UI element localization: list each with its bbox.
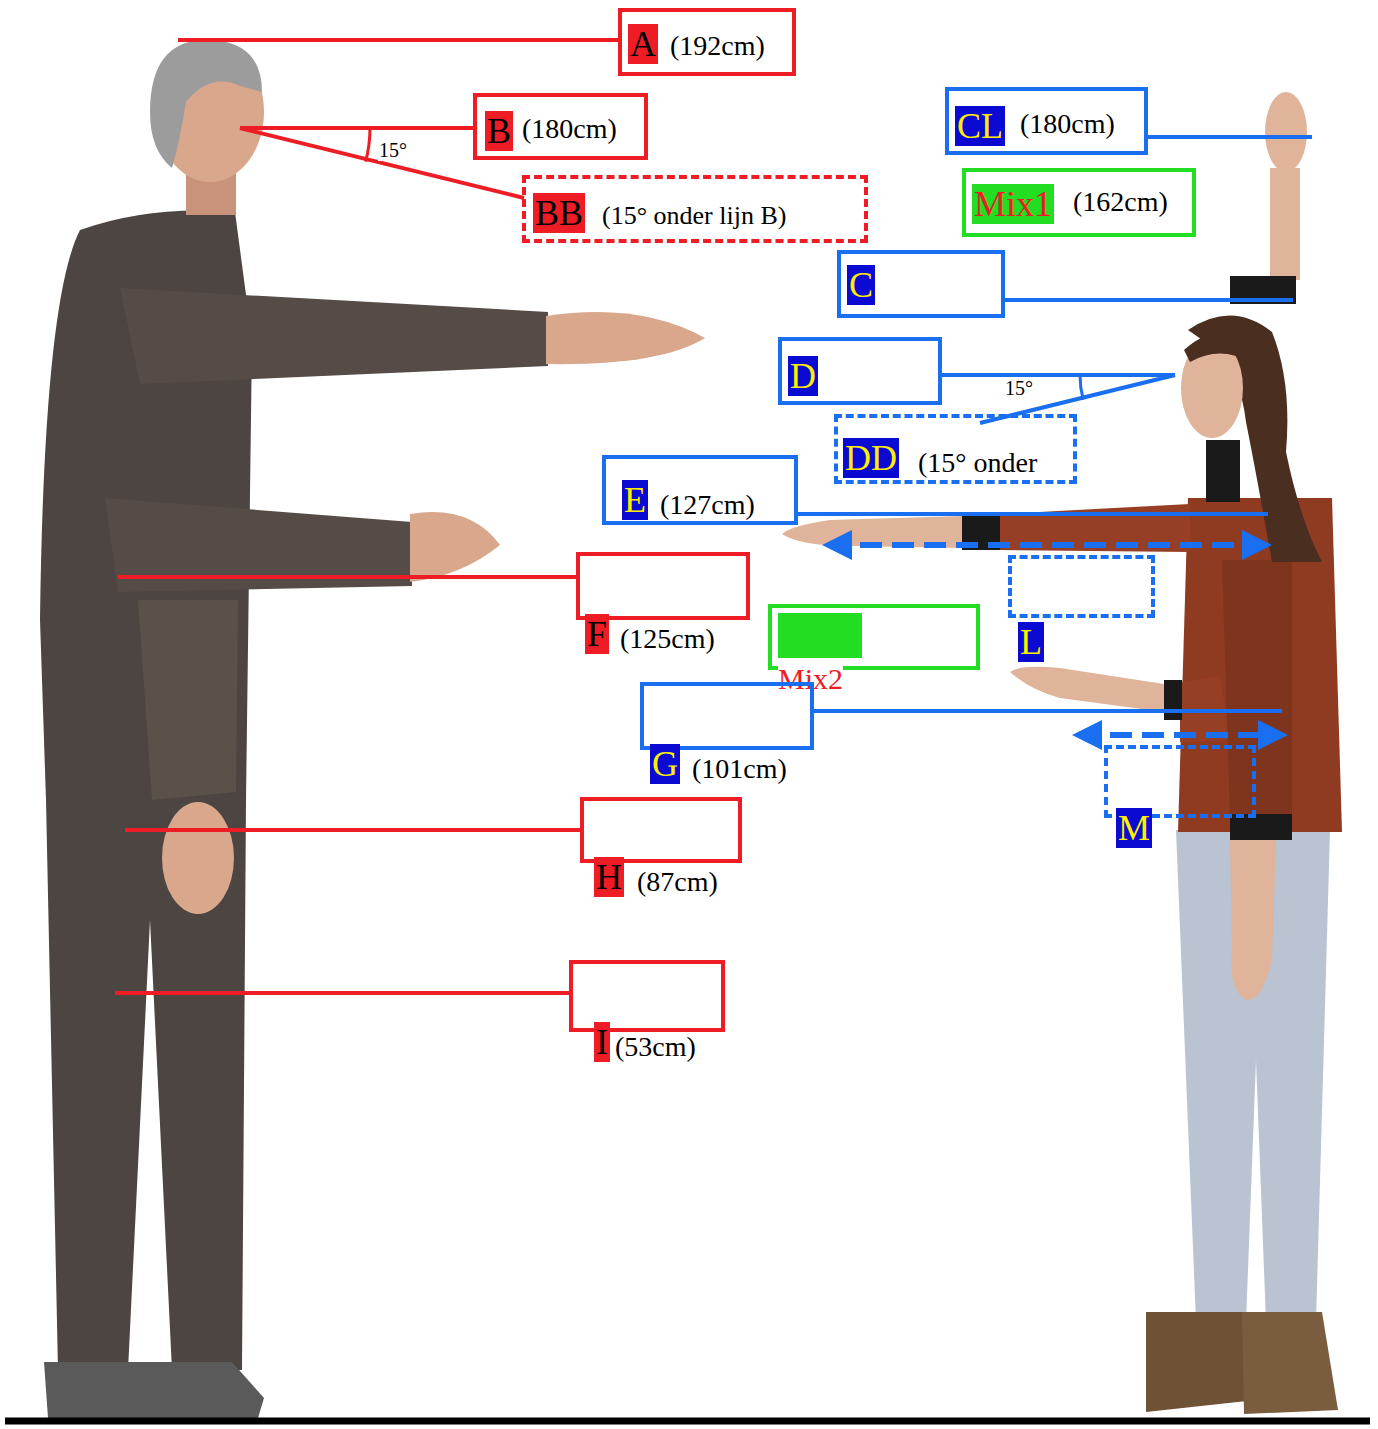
label-box: L	[1008, 555, 1155, 618]
label-box: CL (180cm)	[945, 87, 1148, 155]
woman-cuff	[1164, 680, 1182, 720]
dimension-letter: E	[622, 480, 648, 520]
man-shoe	[44, 1362, 264, 1418]
label-box: D	[778, 337, 942, 405]
man-overall	[40, 210, 252, 1370]
label-box: C	[837, 250, 1005, 318]
dimension-value: (162cm)	[1073, 186, 1168, 218]
dimension-value: (15° onder lijn B)	[602, 201, 786, 231]
dimension-value: (125cm)	[620, 623, 715, 655]
dimension-letter: DD	[843, 438, 899, 478]
leader-line	[240, 128, 524, 198]
dimension-letter: F	[585, 614, 609, 654]
man-upper-hand	[546, 312, 705, 364]
dimension-letter: L	[1018, 622, 1044, 662]
dimension-letter: B	[485, 111, 513, 151]
dimension-value: (192cm)	[670, 30, 765, 62]
dimension-value: (180cm)	[1020, 108, 1115, 140]
angle-arc	[1080, 375, 1083, 400]
woman-sweater	[1178, 498, 1342, 832]
dimension-value: (180cm)	[522, 113, 617, 145]
man-side-arm	[138, 600, 238, 800]
man-figure	[40, 40, 705, 1418]
label-box: Mix2	[768, 604, 980, 670]
label-box: BB (15° onder lijn B)	[522, 175, 868, 243]
leader-line	[1005, 298, 1293, 302]
dimension-letter: A	[628, 24, 658, 64]
dimension-letter: BB	[533, 193, 585, 233]
leader-line	[942, 373, 1175, 377]
red-leader-lines	[115, 40, 618, 993]
label-box: H(87cm)	[580, 797, 742, 863]
label-box: B (180cm)	[473, 93, 648, 160]
woman-collar	[1206, 440, 1240, 502]
floor-line	[5, 1418, 1370, 1425]
woman-side-hand	[1230, 840, 1276, 1000]
woman-raised-arm	[1270, 168, 1300, 280]
dimension-letter: D	[788, 356, 818, 396]
blue-leader-lines	[798, 137, 1312, 735]
color-swatch	[778, 613, 862, 658]
reach-arrow	[828, 542, 1266, 548]
angle-label: 15°	[1004, 377, 1034, 399]
angle-label: 15°	[378, 139, 408, 161]
leader-line	[118, 575, 576, 579]
woman-hair	[1184, 331, 1256, 362]
label-box: M	[1104, 745, 1256, 818]
woman-figure	[782, 92, 1342, 1414]
label-box: E (127cm)	[602, 455, 798, 525]
label-box: F(125cm)	[576, 552, 750, 620]
reach-arrow	[1078, 732, 1282, 738]
dimension-value: (101cm)	[692, 753, 787, 785]
label-box: I(53cm)	[569, 960, 725, 1032]
dimension-letter: C	[847, 265, 875, 305]
man-lower-hand	[410, 512, 500, 582]
leader-line	[798, 512, 1268, 516]
woman-boot	[1242, 1312, 1338, 1414]
man-hair	[150, 40, 262, 168]
label-box: DD (15° onder	[834, 414, 1077, 484]
angle-arc	[366, 128, 370, 162]
dimension-value: (127cm)	[660, 489, 755, 521]
dimension-value: (15° onder	[918, 447, 1037, 479]
dimension-letter: I	[594, 1022, 610, 1062]
dimension-letter: Mix1	[972, 184, 1054, 224]
label-box: A (192cm)	[618, 8, 796, 76]
leader-line	[178, 38, 618, 42]
leader-line	[814, 709, 1282, 713]
woman-lower-hand	[1010, 667, 1164, 712]
man-upper-arm	[120, 288, 548, 384]
woman-jeans	[1176, 830, 1330, 1322]
dimension-letter: CL	[955, 106, 1005, 146]
leader-line	[115, 991, 569, 995]
label-box: Mix1 (162cm)	[962, 168, 1196, 237]
dimension-letter: G	[650, 744, 680, 784]
dimension-letter: M	[1116, 808, 1152, 848]
dimension-value: (87cm)	[637, 866, 718, 898]
dimension-value: (53cm)	[615, 1031, 696, 1063]
leader-line	[1148, 135, 1312, 139]
woman-boot	[1146, 1312, 1256, 1412]
leader-line	[240, 126, 473, 130]
leader-line	[125, 828, 580, 832]
woman-side-sleeve	[1222, 560, 1292, 820]
label-box: G(101cm)	[640, 682, 814, 750]
man-side-hand	[162, 802, 234, 914]
dimension-letter: H	[594, 857, 624, 897]
woman-raised-hand	[1265, 92, 1307, 172]
